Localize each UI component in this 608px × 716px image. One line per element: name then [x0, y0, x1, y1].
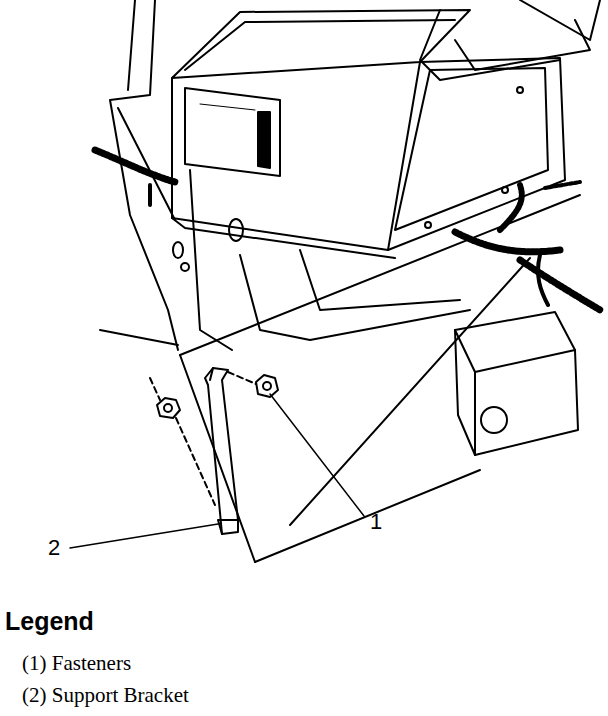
callout-number: 2: [48, 536, 60, 560]
legend-heading: Legend: [5, 608, 94, 636]
legend-entry: (1) Fasteners: [22, 652, 131, 675]
legend-entry: (2) Support Bracket: [22, 684, 189, 707]
callout-number: 1: [370, 510, 382, 534]
